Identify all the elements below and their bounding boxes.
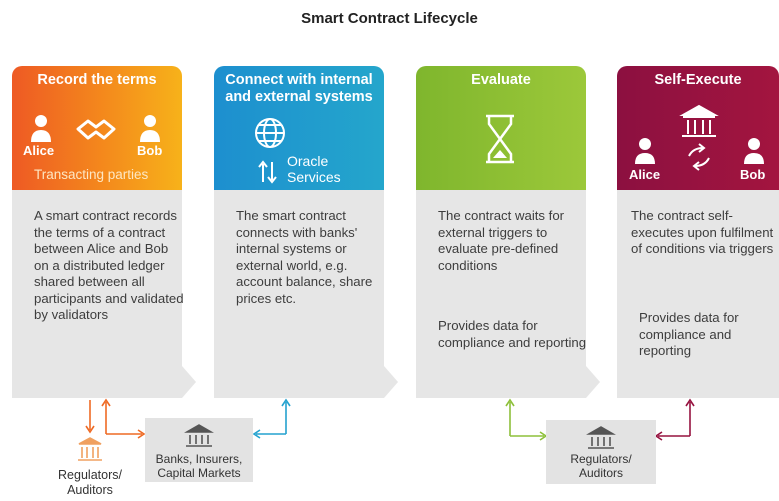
green-connector	[505, 398, 548, 441]
diagram-title: Smart Contract Lifecycle	[301, 10, 478, 27]
handshake-icon	[76, 119, 116, 140]
stage-header: Evaluate	[416, 66, 586, 190]
flow-arrow	[182, 366, 196, 398]
bank-icon	[586, 426, 616, 449]
parties-graphic	[31, 115, 160, 142]
stage-description: The smart contract connects with banks' …	[236, 208, 373, 306]
execute-graphic	[635, 104, 764, 171]
stage-header: Connect with internal and external syste…	[214, 66, 384, 190]
oracle-services-label: Oracle Services	[287, 153, 341, 185]
person-label-bob: Bob	[740, 167, 766, 182]
stage-body: The smart contract connects with banks' …	[214, 190, 384, 398]
stage-title: Evaluate	[471, 72, 531, 88]
person-label-bob: Bob	[137, 143, 163, 158]
stage-title: Self-Execute	[654, 72, 742, 88]
cycle-arrows-icon	[688, 143, 710, 171]
stage-reporting-note: Provides data for compliance and reporti…	[438, 318, 587, 350]
orange-connector	[85, 398, 146, 439]
stage-header: Self-Execute	[617, 66, 779, 190]
stage-description: A smart contract records the terms of a …	[34, 208, 184, 322]
stage-title: Record the terms	[37, 72, 157, 88]
stage-body: The contract waits for external triggers…	[416, 190, 586, 398]
stage-title: Connect with internal and external syste…	[225, 72, 373, 105]
parties-label: Transacting parties	[34, 167, 149, 182]
person-icon	[140, 115, 160, 142]
banks-box: Banks, Insurers, Capital Markets	[145, 418, 253, 482]
person-icon	[635, 138, 655, 164]
evaluate-graphic	[486, 114, 514, 164]
hourglass-icon	[486, 114, 514, 164]
regulators-auditors-label: Regulators/ Auditors	[570, 452, 632, 480]
flow-arrow	[384, 366, 398, 398]
banks-label: Banks, Insurers, Capital Markets	[155, 452, 243, 480]
regulators-auditors-label: Regulators/ Auditors	[58, 468, 122, 497]
stage-description: The contract waits for external triggers…	[438, 208, 565, 273]
person-label-alice: Alice	[629, 167, 661, 182]
stage-reporting-note: Provides data for compliance and reporti…	[639, 310, 739, 358]
flow-arrow	[586, 366, 600, 398]
stage-description: The contract self-executes upon fulfilme…	[631, 208, 774, 256]
person-label-alice: Alice	[23, 143, 55, 158]
stage-header: Record the terms Alice Bob Transacting p…	[12, 66, 182, 190]
person-icon	[31, 115, 51, 142]
blue-connector	[252, 398, 291, 439]
stage-body: The contract self-executes upon fulfilme…	[617, 190, 779, 398]
exchange-arrows-icon	[258, 160, 277, 184]
regulators-box: Regulators/ Auditors	[546, 420, 656, 484]
stage-body: A smart contract records the terms of a …	[12, 190, 184, 398]
globe-icon	[255, 118, 285, 148]
maroon-connector	[654, 398, 695, 441]
bank-icon	[184, 424, 214, 447]
oracle-graphic	[255, 118, 285, 184]
bank-icon	[679, 104, 719, 137]
person-icon	[744, 138, 764, 164]
